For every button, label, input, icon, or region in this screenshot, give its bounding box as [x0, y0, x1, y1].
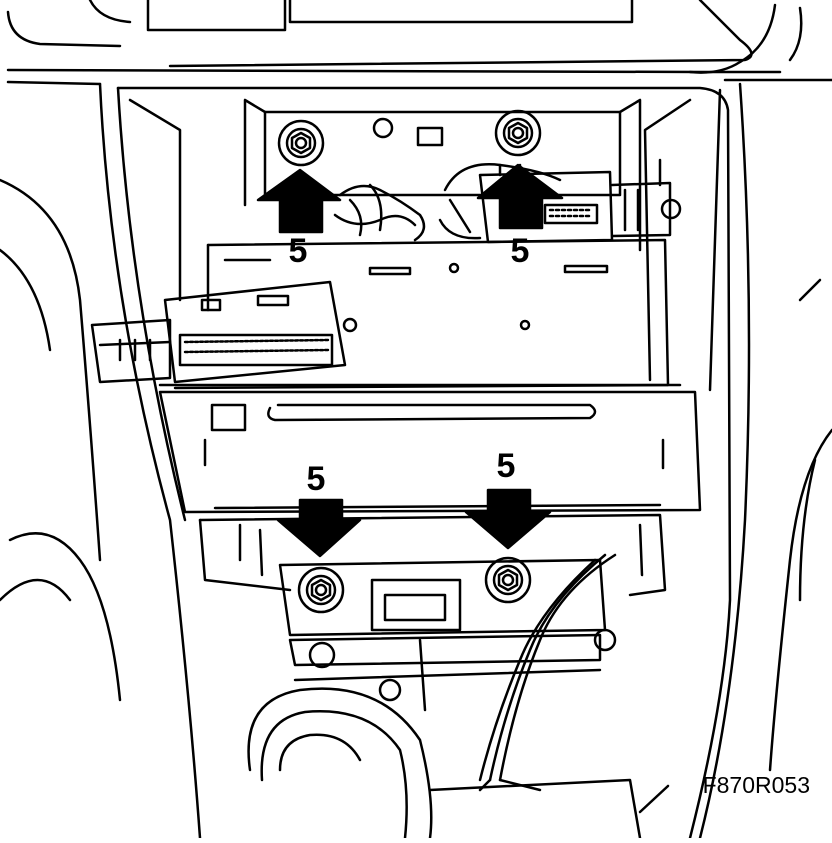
screw-top-left: [277, 119, 325, 167]
callout-screw-bottom-left: 5: [307, 460, 326, 498]
console-frame: [98, 82, 751, 840]
callout-screw-bottom-right: 5: [497, 447, 516, 485]
callout-screw-top-left: 5: [289, 232, 308, 270]
lower-console: [247, 628, 642, 840]
arrow-up-right: [476, 163, 564, 230]
arrow-down-right: [464, 488, 552, 550]
radio-bracket: [243, 98, 642, 252]
lower-bracket: [198, 513, 667, 667]
figure-reference-leader: [638, 784, 670, 814]
dashboard-top: [6, 0, 832, 86]
arrow-up-left: [256, 168, 342, 234]
front-panel: [158, 390, 702, 514]
radio-plug-left: [90, 280, 358, 384]
callout-screw-top-right: 5: [511, 232, 530, 270]
figure-reference-code: F870R053: [703, 772, 810, 798]
screw-top-right: [494, 109, 542, 157]
arrow-down-left: [276, 498, 362, 558]
side-panels: [0, 178, 832, 772]
screw-bottom-left: [297, 566, 345, 614]
wiring-harness-bottom: [478, 553, 617, 792]
screw-bottom-right: [484, 556, 532, 604]
